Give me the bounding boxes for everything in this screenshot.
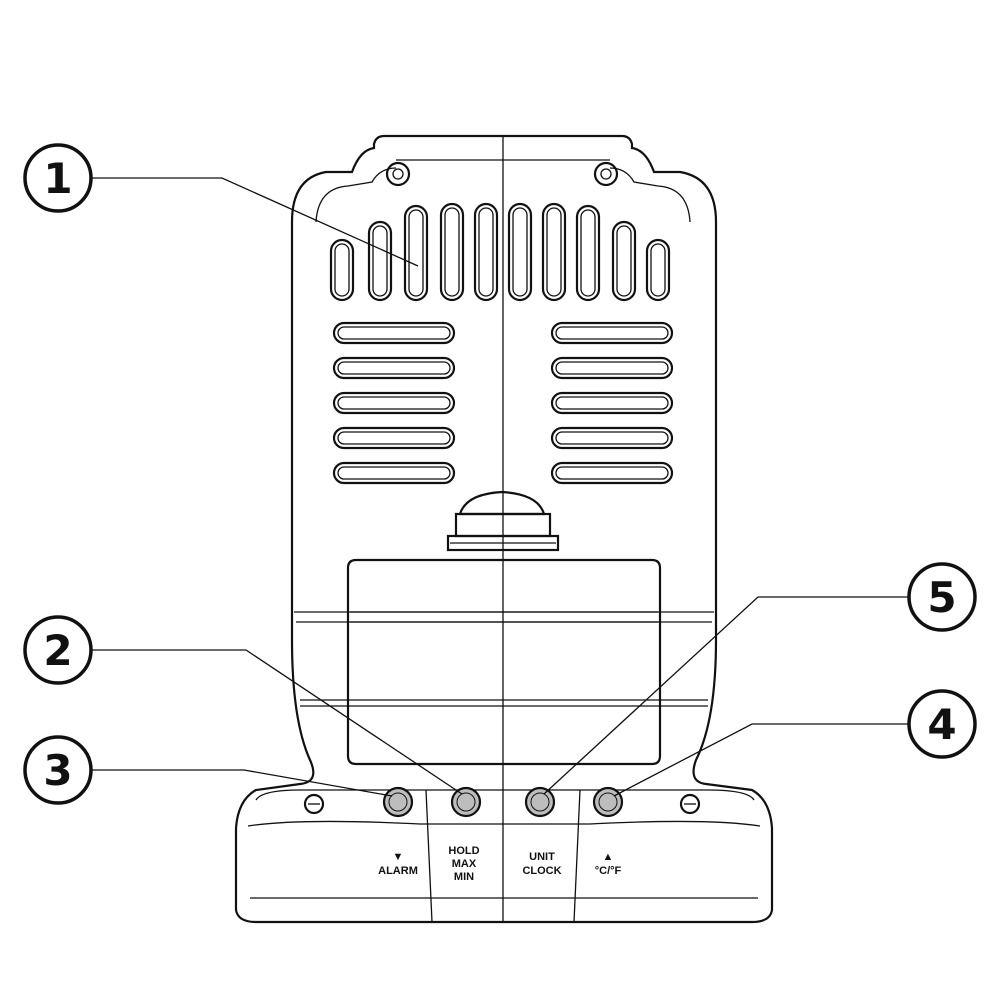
temp-unit-up-button[interactable] xyxy=(592,786,624,818)
vertical-vent-slot xyxy=(329,238,355,302)
vertical-vent-slot xyxy=(645,238,671,302)
temp-unit-label-group: ▲ °C/°F xyxy=(595,851,622,877)
min-label: MIN xyxy=(454,871,474,883)
leader-2 xyxy=(92,649,463,795)
vertical-vent-slot xyxy=(541,202,567,302)
vertical-vent-slot xyxy=(367,220,393,302)
housing-outline xyxy=(234,134,774,924)
horizontal-vent-slot-inner xyxy=(555,466,669,480)
base-screw-right xyxy=(679,793,701,815)
battery-compartment-cover xyxy=(346,558,662,766)
horizontal-vent-slot xyxy=(550,426,674,450)
horizontal-vent-slot-inner xyxy=(337,466,451,480)
base-screw-left xyxy=(303,793,325,815)
vertical-vent-slot-inner xyxy=(372,225,388,297)
clock-label: CLOCK xyxy=(522,865,561,877)
horizontal-vent-slot-inner xyxy=(337,396,451,410)
horizontal-vent-slot-inner xyxy=(555,326,669,340)
vertical-vent-slot-inner xyxy=(650,243,666,297)
hanging-hook xyxy=(446,490,560,552)
horizontal-vent-slot xyxy=(550,461,674,485)
alarm-arrow-icon: ▼ xyxy=(393,851,404,863)
hold-label-group: HOLD MAX MIN xyxy=(448,845,479,883)
leader-lines xyxy=(92,177,910,797)
horizontal-vent-slot-inner xyxy=(337,431,451,445)
horizontal-vent-slot-inner xyxy=(555,396,669,410)
hold-max-min-button[interactable] xyxy=(450,786,482,818)
vertical-vent-slot-inner xyxy=(444,207,460,297)
callout-5: 5 xyxy=(907,562,977,632)
vertical-vent-slot-inner xyxy=(408,209,424,297)
alarm-button[interactable] xyxy=(382,786,414,818)
unit-label-group: UNIT CLOCK xyxy=(522,851,561,877)
vertical-vent-slot xyxy=(473,202,499,302)
horizontal-vent-slot-inner xyxy=(555,361,669,375)
temp-up-arrow-icon: ▲ xyxy=(603,851,614,863)
horizontal-vent-slot xyxy=(550,321,674,345)
leader-5 xyxy=(543,596,910,795)
vertical-vent-slot-inner xyxy=(512,207,528,297)
horizontal-vent-slot xyxy=(332,356,456,380)
horizontal-vent-slot xyxy=(332,461,456,485)
horizontal-vent-slot-inner xyxy=(337,326,451,340)
vertical-vent-slot-inner xyxy=(334,243,350,297)
callout-3-number: 3 xyxy=(43,746,72,795)
vertical-vent-slot xyxy=(507,202,533,302)
horizontal-vent-grille xyxy=(332,321,674,485)
temp-unit-label: °C/°F xyxy=(595,865,622,877)
vertical-vent-slot-inner xyxy=(478,207,494,297)
horizontal-vent-slot-inner xyxy=(555,431,669,445)
leader-4 xyxy=(613,723,910,797)
horizontal-vent-slot xyxy=(332,426,456,450)
unit-clock-button[interactable] xyxy=(524,786,556,818)
horizontal-vent-slot xyxy=(550,391,674,415)
vertical-vent-slot xyxy=(403,204,429,302)
vertical-vent-slot-inner xyxy=(546,207,562,297)
unit-label: UNIT xyxy=(529,851,555,863)
vertical-vent-slot-inner xyxy=(616,225,632,297)
callout-3: 3 xyxy=(23,735,93,805)
callout-1: 1 xyxy=(23,143,93,213)
alarm-label-group: ▼ ALARM xyxy=(378,851,418,877)
callout-2-number: 2 xyxy=(43,626,72,675)
callout-4-number: 4 xyxy=(927,700,956,749)
vertical-vent-grille xyxy=(329,202,671,302)
vertical-vent-slot xyxy=(611,220,637,302)
horizontal-vent-slot xyxy=(550,356,674,380)
callout-4: 4 xyxy=(907,689,977,759)
callout-1-number: 1 xyxy=(43,154,72,203)
top-screw-right xyxy=(593,161,619,187)
max-label: MAX xyxy=(452,858,477,870)
horizontal-vent-slot-inner xyxy=(337,361,451,375)
vertical-vent-slot xyxy=(439,202,465,302)
horizontal-vent-slot xyxy=(332,391,456,415)
horizontal-vent-slot xyxy=(332,321,456,345)
vertical-vent-slot-inner xyxy=(580,209,596,297)
callout-5-number: 5 xyxy=(927,573,956,622)
hold-label: HOLD xyxy=(448,845,479,857)
leader-1 xyxy=(92,177,419,267)
callout-2: 2 xyxy=(23,615,93,685)
alarm-label: ALARM xyxy=(378,865,418,877)
leader-3 xyxy=(92,769,393,797)
control-base xyxy=(247,789,761,923)
top-screw-left xyxy=(385,161,411,187)
vertical-vent-slot xyxy=(575,204,601,302)
